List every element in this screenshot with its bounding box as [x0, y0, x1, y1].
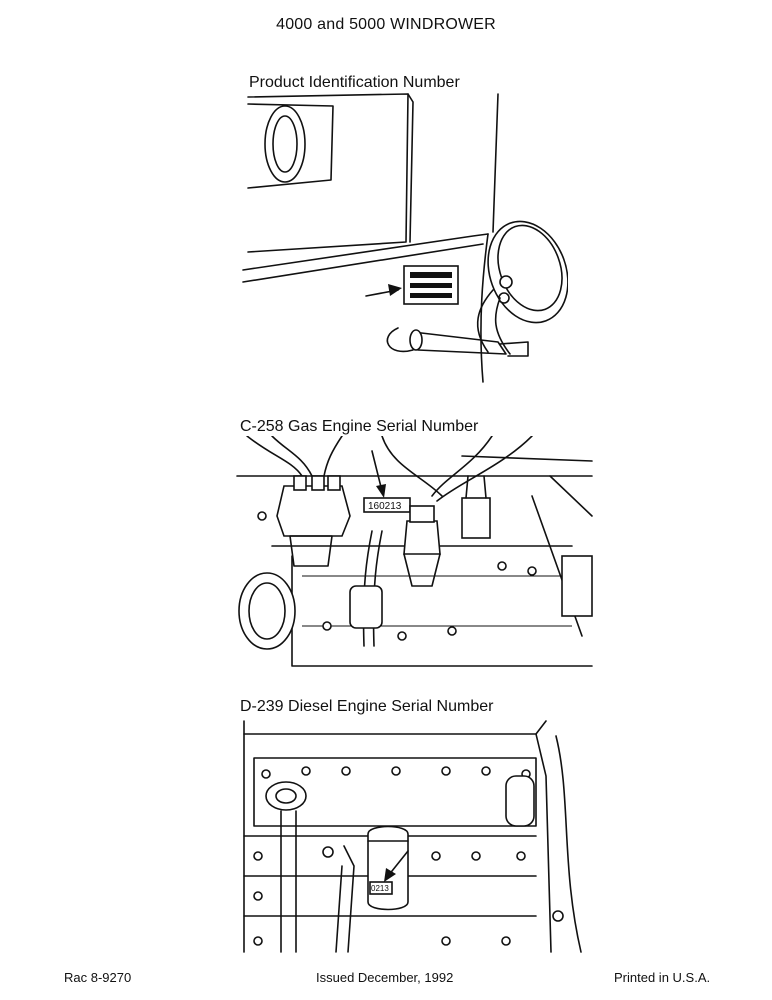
product-id-illustration	[238, 92, 568, 392]
page-title: 4000 and 5000 WINDROWER	[276, 16, 496, 33]
gas-engine-serial-plate: 160213	[368, 501, 402, 512]
gas-engine-illustration: 160213	[232, 436, 602, 676]
footer-issue-date: Issued December, 1992	[316, 970, 454, 985]
footer-document-code: Rac 8-9270	[64, 970, 132, 985]
figure-caption-diesel-engine: D-239 Diesel Engine Serial Number	[240, 698, 494, 715]
figure-caption-gas-engine: C-258 Gas Engine Serial Number	[240, 418, 479, 435]
figure-caption-product-id: Product Identification Number	[249, 74, 460, 91]
diesel-engine-illustration: 0213	[236, 716, 596, 956]
footer-printed-in: Printed in U.S.A.	[614, 970, 711, 985]
diesel-engine-serial-plate: 0213	[371, 884, 389, 893]
